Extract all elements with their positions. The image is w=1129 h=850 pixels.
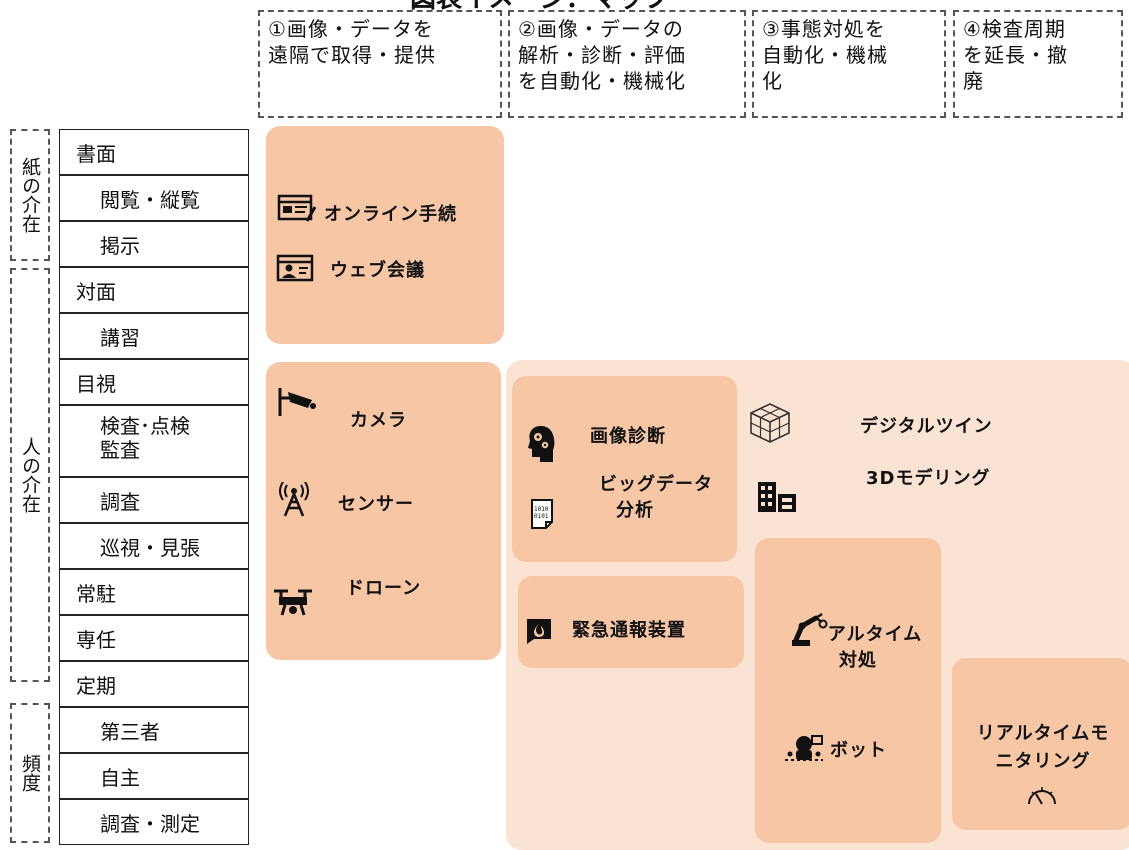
group-frequency: 頻度 (10, 703, 50, 843)
row-cell: 講習 (59, 313, 249, 359)
row-cell: 第三者 (59, 707, 249, 753)
row-cell: 掲示 (59, 221, 249, 267)
realtime-monitoring-label-line: リアルタイムモ (976, 723, 1110, 744)
row-label: 対面 (76, 279, 116, 304)
row-label: 巡視・見張 (100, 535, 200, 560)
sensor-label: センサー (338, 494, 414, 515)
brain-head-icon (526, 424, 556, 464)
emergency-alert-icon (526, 618, 552, 644)
row-cell: 検査･点検 監査 (59, 405, 249, 477)
column-header-line: 解析・診断・評価 (518, 43, 686, 67)
column-header-line: ②画像・データの (518, 17, 684, 41)
row-label: 自主 (100, 765, 140, 790)
row-cell: 専任 (59, 615, 249, 661)
panel-analysis (512, 376, 737, 562)
web-meeting-label: ウェブ会議 (330, 260, 425, 281)
column-header-line: ①画像・データを (268, 17, 434, 41)
buildings-icon (756, 478, 798, 514)
realtime-response-label-line: アルタイム (827, 624, 923, 645)
image-diagnosis-label: 画像診断 (590, 426, 666, 447)
big-data-label: ビッグデータ 分析 (588, 472, 724, 524)
panel-realtime-response (755, 538, 941, 843)
drone-icon (272, 584, 314, 620)
row-label: 定期 (76, 673, 116, 698)
column-header-automated-response: ③事態対処を 自動化・機械 化 (752, 10, 946, 118)
row-label: 専任 (76, 627, 116, 652)
panel-emergency (518, 576, 744, 668)
row-cell: 自主 (59, 753, 249, 799)
column-header-line: ④検査周期 (963, 17, 1066, 41)
svg-text:0101: 0101 (534, 513, 549, 520)
wireframe-cube-icon (746, 400, 794, 446)
online-procedure-label: オンライン手続 (324, 204, 457, 225)
column-header-line: ③事態対処を (762, 17, 886, 41)
row-cell: 定期 (59, 661, 249, 707)
column-header-line: 化 (762, 69, 783, 93)
row-label: 閲覧・縦覧 (100, 187, 200, 212)
realtime-response-label-line: 対処 (839, 650, 877, 671)
robot-arm-icon (790, 612, 828, 648)
row-label: 検査･点検 (100, 414, 190, 438)
camera-icon (276, 384, 322, 420)
row-cell: 調査 (59, 477, 249, 523)
big-data-label-line: 分析 (616, 500, 654, 521)
column-header-automated-analysis: ②画像・データの 解析・診断・評価 を自動化・機械化 (508, 10, 746, 118)
row-label: 監査 (100, 438, 140, 462)
row-label: 調査・測定 (100, 811, 200, 836)
row-cell: 調査・測定 (59, 799, 249, 845)
row-label: 目視 (76, 371, 116, 396)
gauge-icon (1026, 782, 1058, 806)
row-cell: 閲覧・縦覧 (59, 175, 249, 221)
row-cell: 書面 (59, 129, 249, 175)
3d-modeling-label: 3Dモデリング (866, 468, 991, 489)
column-header-line: 自動化・機械 (762, 43, 888, 67)
sensor-icon (278, 482, 310, 518)
realtime-monitoring-label: リアルタイムモ ニタリング (956, 720, 1129, 776)
group-label: 人の介在 (19, 437, 41, 513)
panel-sensing (266, 362, 501, 660)
robot-label: ボット (830, 740, 887, 761)
column-header-line: 廃 (963, 69, 984, 93)
online-form-icon (276, 192, 318, 224)
digital-twin-label: デジタルツイン (860, 416, 993, 437)
row-label: 常駐 (76, 581, 116, 606)
group-label: 紙の介在 (19, 157, 41, 233)
realtime-response-label: アルタイム 対処 (820, 622, 930, 674)
row-cell: 目視 (59, 359, 249, 405)
column-header-extend-inspection: ④検査周期 を延長・撤 廃 (953, 10, 1123, 118)
row-label: 調査 (100, 489, 140, 514)
group-paper: 紙の介在 (10, 129, 50, 261)
emergency-label: 緊急通報装置 (572, 620, 686, 641)
row-label: 第三者 (100, 719, 160, 744)
big-data-label-line: ビッグデータ (599, 474, 713, 495)
group-label: 頻度 (19, 754, 41, 792)
svg-text:1010: 1010 (534, 506, 549, 513)
column-header-remote-data: ①画像・データを 遠隔で取得・提供 (258, 10, 502, 118)
column-header-line: を自動化・機械化 (518, 69, 686, 93)
column-header-line: を延長・撤 (963, 43, 1068, 67)
panel-online (266, 126, 504, 344)
robot-icon (782, 732, 826, 766)
row-cell: 巡視・見張 (59, 523, 249, 569)
realtime-monitoring-label-line: ニタリング (995, 751, 1091, 772)
row-label: 掲示 (100, 233, 140, 258)
web-meeting-icon (276, 252, 316, 284)
group-human: 人の介在 (10, 268, 50, 682)
camera-label: カメラ (350, 410, 407, 431)
drone-label: ドローン (346, 578, 422, 599)
row-label: 書面 (76, 141, 116, 166)
column-header-line: 遠隔で取得・提供 (268, 43, 436, 67)
row-cell: 対面 (59, 267, 249, 313)
row-label: 講習 (100, 325, 140, 350)
row-cell: 常駐 (59, 569, 249, 615)
